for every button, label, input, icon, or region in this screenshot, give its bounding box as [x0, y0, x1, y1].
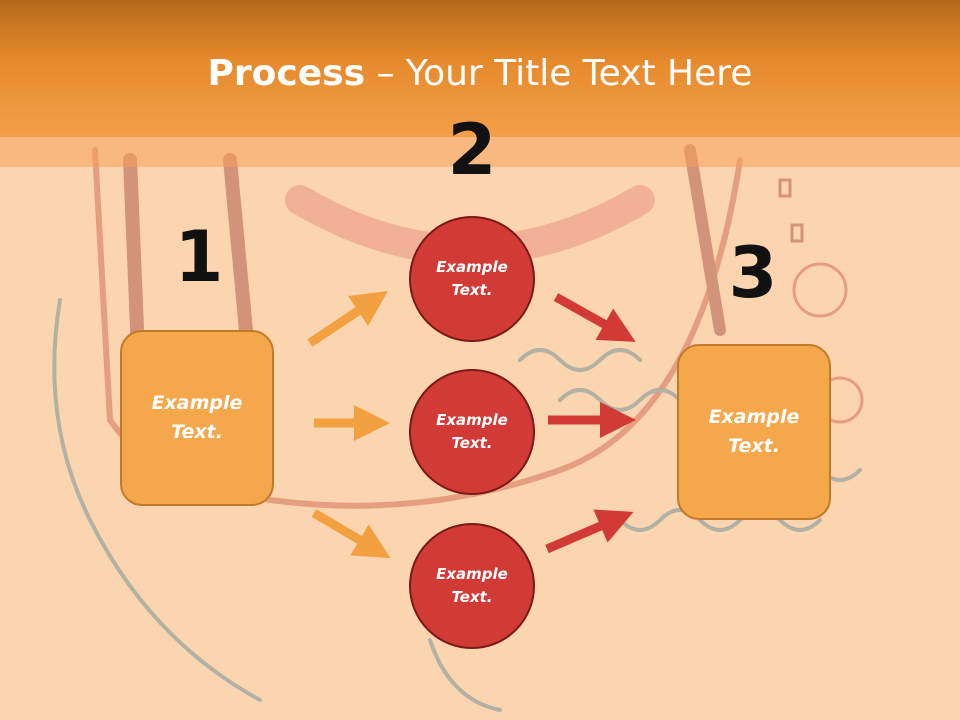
step-3-text: Example Text. — [708, 406, 800, 457]
arrow-to-bottom-circle — [311, 509, 391, 559]
step-number-2: 2 — [447, 109, 497, 191]
step-number-3: 3 — [728, 232, 778, 314]
step-number-1: 1 — [174, 216, 224, 298]
title-bar — [0, 0, 960, 137]
step-1-box: Example Text. — [120, 330, 274, 506]
title-rest: – Your Title Text Here — [365, 53, 753, 94]
arrow-from-top-circle — [553, 293, 636, 342]
step-2-circle-bottom: Example Text. — [409, 523, 535, 649]
step-1-text: Example Text. — [151, 392, 243, 443]
step-2-circle-bottom-text: Example Text. — [436, 565, 508, 606]
step-2-circle-top: Example Text. — [409, 216, 535, 342]
slide-title: Process – Your Title Text Here — [0, 52, 960, 96]
step-2-circle-top-text: Example Text. — [436, 258, 508, 299]
step-3-box: Example Text. — [677, 344, 831, 520]
title-bar-band — [0, 137, 960, 167]
step-2-circle-middle-text: Example Text. — [436, 411, 508, 452]
step-2-circle-middle: Example Text. — [409, 369, 535, 495]
arrow-from-bottom-circle — [545, 509, 634, 554]
arrow-to-top-circle — [307, 291, 388, 347]
title-bold: Process — [207, 53, 366, 94]
